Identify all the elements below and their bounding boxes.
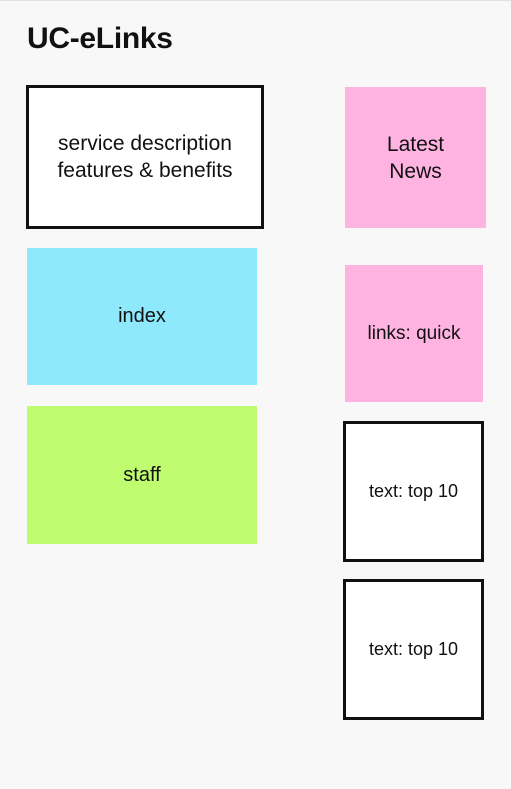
service-description-line: service description [58, 132, 232, 155]
service-description-text: service description features & benefits [57, 130, 232, 184]
quick-links-box[interactable]: links: quick [345, 265, 483, 402]
staff-box[interactable]: staff [27, 406, 257, 544]
staff-label: staff [123, 463, 161, 486]
top10-text-box-1[interactable]: text: top 10 [343, 421, 484, 562]
quick-links-label: links: quick [367, 322, 461, 344]
latest-news-line1: Latest [386, 132, 445, 156]
index-label: index [118, 305, 166, 327]
index-box[interactable]: index [27, 248, 257, 385]
top-border [0, 0, 511, 1]
latest-news-line2: News [389, 159, 442, 183]
service-description-box[interactable]: service description features & benefits [26, 85, 264, 229]
top10-text-box-2[interactable]: text: top 10 [343, 579, 484, 720]
page-title: UC-eLinks [27, 22, 173, 55]
top10-label-1: text: top 10 [368, 481, 459, 501]
latest-news-box[interactable]: Latest News [345, 87, 486, 228]
latest-news-text: Latest News [387, 131, 444, 185]
features-benefits-line: features & benefits [57, 159, 233, 182]
top10-label-2: text: top 10 [368, 639, 459, 659]
